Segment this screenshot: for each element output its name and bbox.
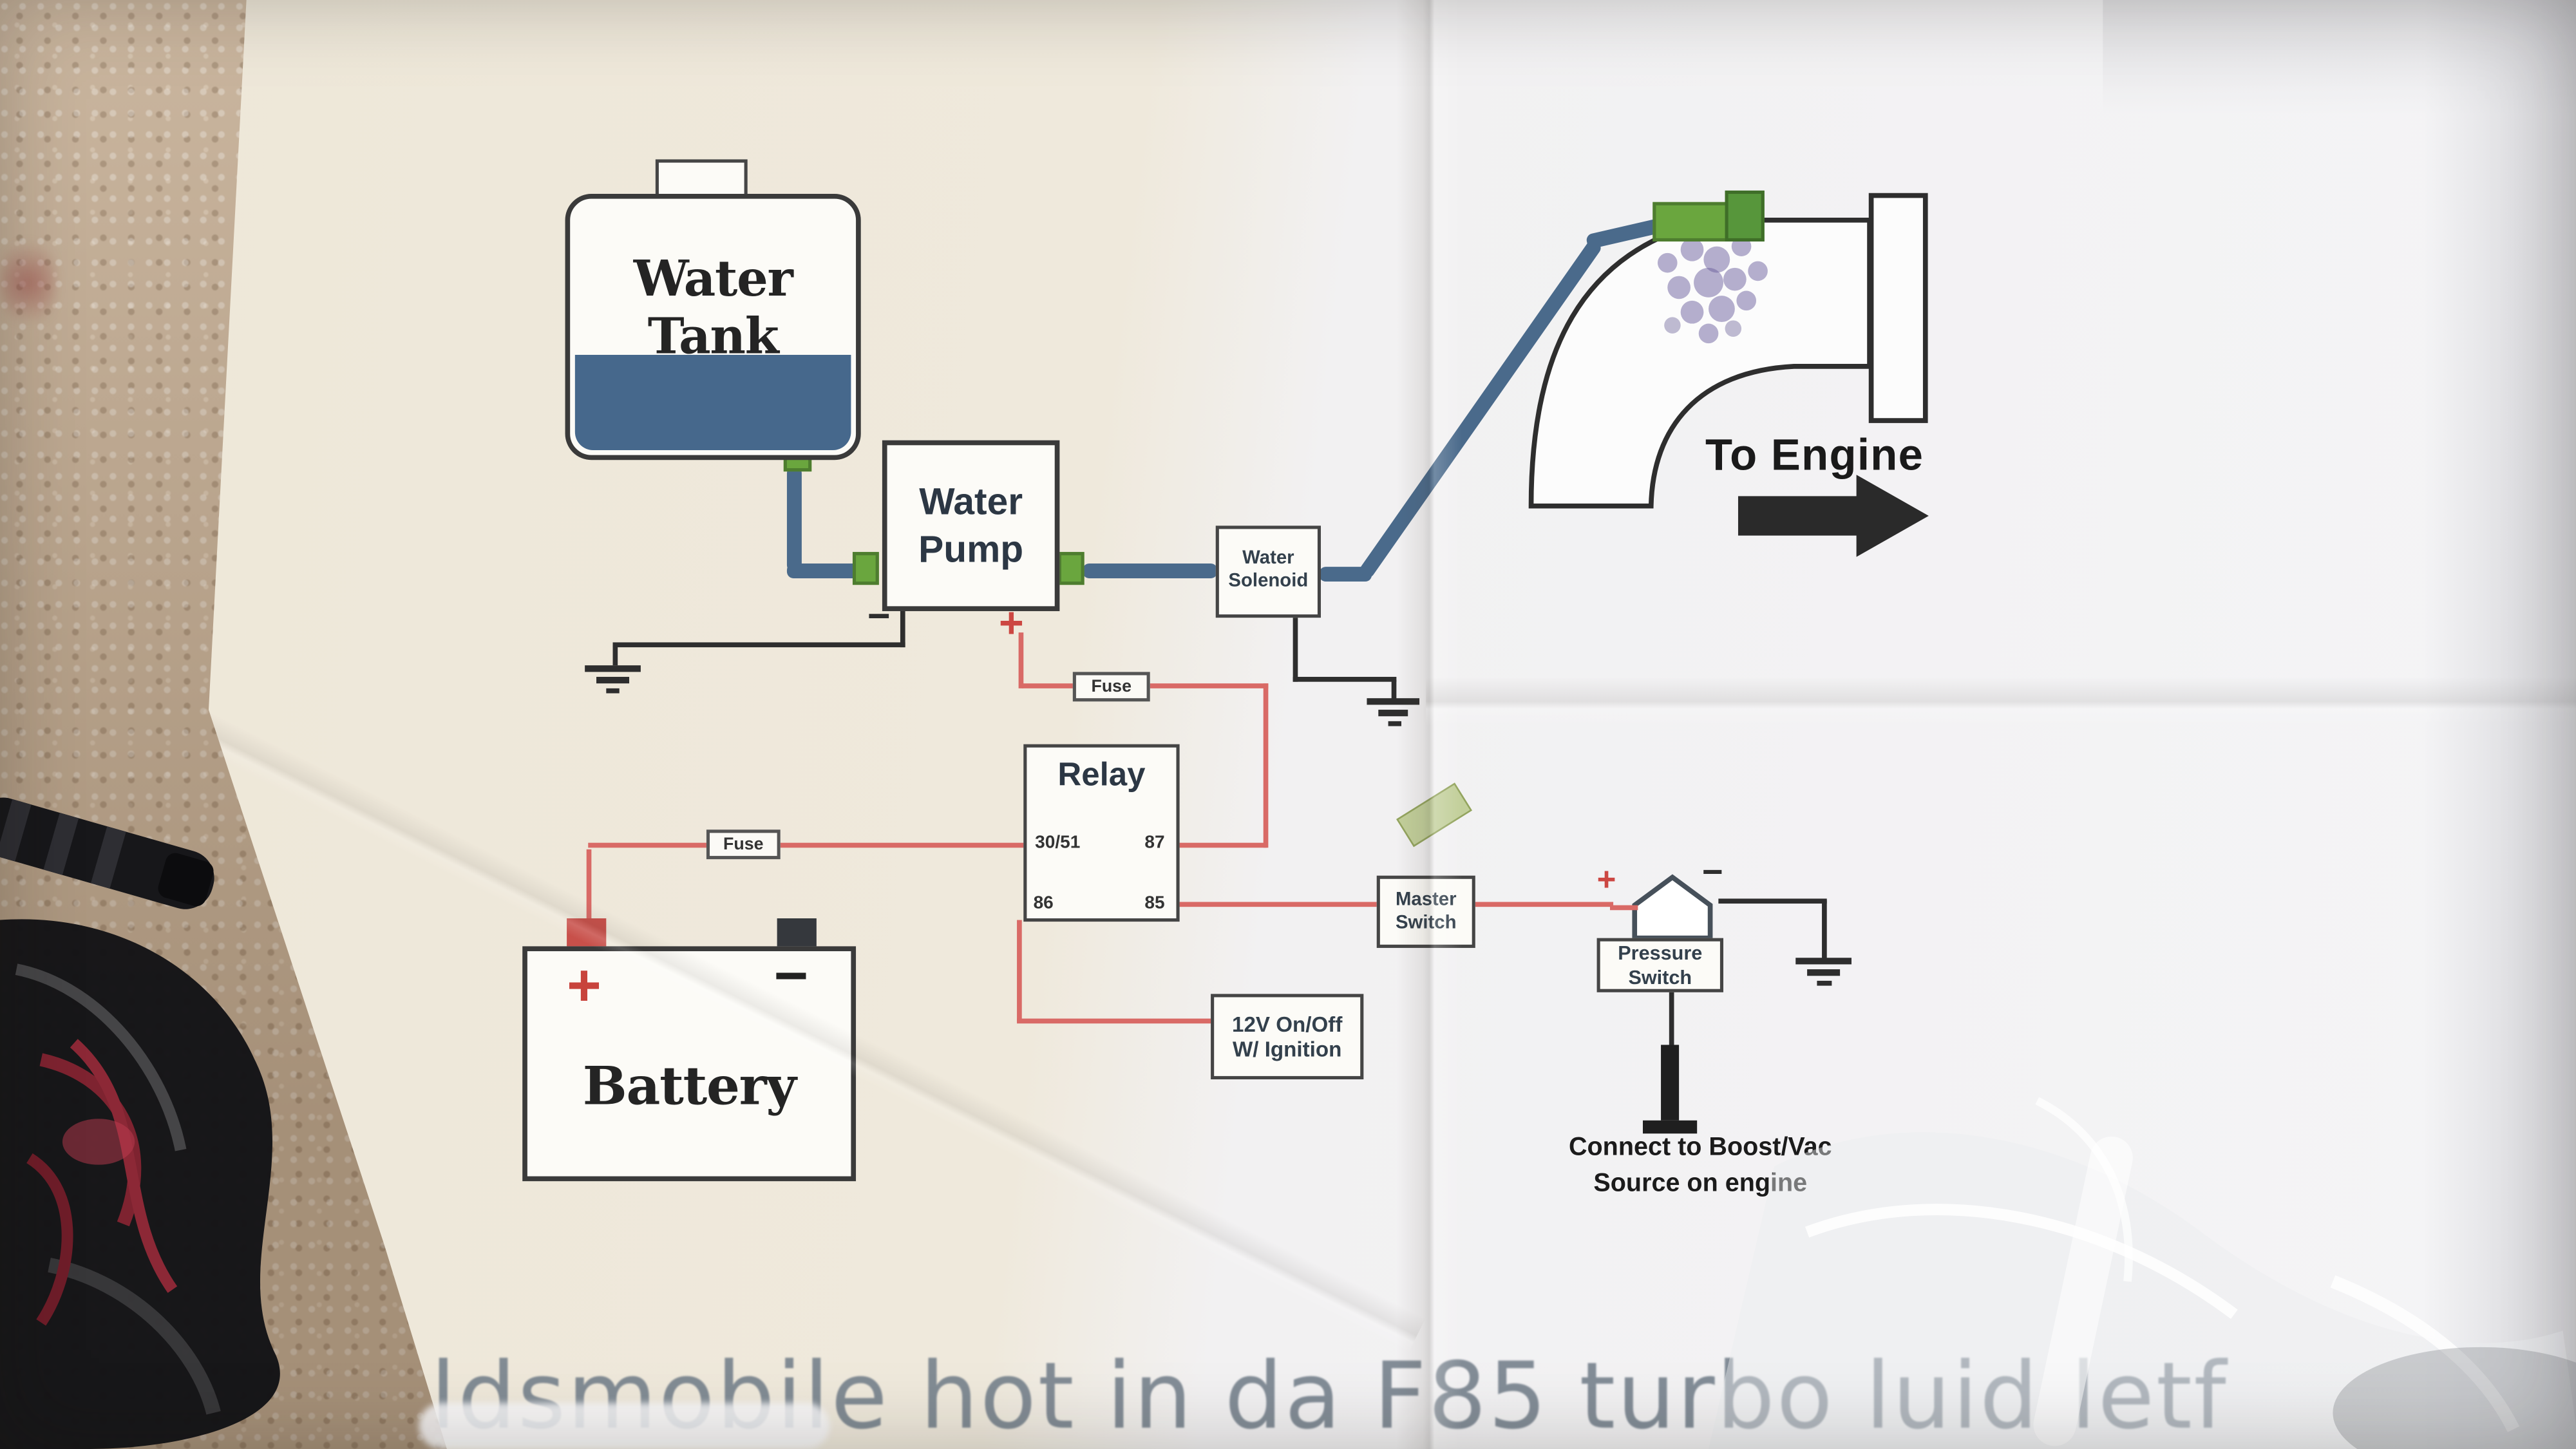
boost-line bbox=[1669, 989, 1674, 1048]
relay-terminal-85: 85 bbox=[1144, 893, 1165, 914]
red-wire bbox=[70, 1039, 178, 1293]
positive-wire-segment bbox=[586, 849, 592, 925]
ground-symbol-bar bbox=[1817, 980, 1832, 986]
pressure-plus-sign: + bbox=[1596, 862, 1616, 899]
fuse-pump: Fuse bbox=[1072, 672, 1150, 702]
engine-arrow-shaft bbox=[1738, 496, 1860, 536]
bag-highlight bbox=[48, 1258, 221, 1415]
plastic-shadow bbox=[2333, 1347, 2576, 1449]
pump-minus-sign: − bbox=[867, 594, 891, 639]
pressure-switch-symbol bbox=[1632, 874, 1713, 941]
spray-mist bbox=[1657, 236, 1768, 344]
ground-wire-segment bbox=[612, 642, 905, 648]
positive-wire-segment bbox=[588, 842, 710, 848]
water-pump-label: Water Pump bbox=[918, 480, 1024, 571]
boost-nipple bbox=[1661, 1045, 1680, 1121]
plastic-highlight bbox=[2330, 1275, 2520, 1432]
ground-wire-segment bbox=[1718, 898, 1827, 904]
ground-symbol-bar bbox=[1795, 958, 1852, 965]
hose-barb-fitting bbox=[0, 797, 214, 909]
pump-outlet-fitting bbox=[1057, 552, 1084, 585]
red-connector bbox=[62, 1119, 135, 1165]
positive-wire-segment bbox=[1176, 902, 1377, 907]
boost-nipple-base bbox=[1643, 1120, 1698, 1134]
intake-flange bbox=[1868, 193, 1928, 423]
clear-plastic bbox=[1709, 1097, 2576, 1449]
master-switch: Master Switch bbox=[1376, 875, 1475, 948]
red-wire bbox=[26, 1153, 73, 1326]
water-line-segment bbox=[786, 563, 869, 578]
fuse-label: Fuse bbox=[723, 834, 764, 855]
ground-wire-segment bbox=[612, 645, 618, 666]
water-pump: Water Pump bbox=[882, 440, 1060, 611]
battery-terminal-negative bbox=[777, 918, 817, 948]
ground-symbol-bar bbox=[596, 677, 630, 684]
bag-highlight bbox=[15, 963, 187, 1151]
boost-note-line2: Source on engine bbox=[1593, 1170, 1808, 1198]
ignition-box: 12V On/Off W/ Ignition bbox=[1211, 994, 1364, 1080]
ground-symbol-bar bbox=[1388, 721, 1402, 726]
positive-wire-segment bbox=[1475, 902, 1614, 907]
boost-note-line1: Connect to Boost/Vac bbox=[1568, 1133, 1832, 1162]
ground-wire-segment bbox=[900, 611, 905, 648]
ignition-line2: W/ Ignition bbox=[1232, 1036, 1342, 1061]
to-engine-label: To Engine bbox=[1705, 430, 1924, 480]
plastic-bag-and-hose bbox=[0, 797, 280, 1449]
relay-terminal-87: 87 bbox=[1144, 833, 1165, 853]
water-tank-label: Water Tank bbox=[633, 251, 793, 366]
fuse-battery: Fuse bbox=[706, 829, 781, 860]
engine-arrow-head bbox=[1856, 475, 1929, 557]
positive-wire-segment bbox=[1021, 683, 1076, 688]
water-line-segment bbox=[1083, 563, 1218, 578]
plastic-highlight bbox=[2035, 1097, 2133, 1282]
pump-plus-sign: + bbox=[999, 598, 1024, 648]
water-solenoid: Water Solenoid bbox=[1215, 526, 1321, 618]
positive-wire-segment bbox=[1176, 842, 1267, 848]
battery: + − Battery bbox=[522, 942, 857, 1182]
battery-label: Battery bbox=[582, 1054, 797, 1117]
ground-wire-segment bbox=[1822, 900, 1827, 960]
battery-minus-sign: − bbox=[773, 941, 809, 1009]
water-solenoid-label: Water Solenoid bbox=[1228, 549, 1309, 592]
ground-wire-segment bbox=[1391, 680, 1397, 700]
positive-wire-segment bbox=[1017, 920, 1022, 1022]
positive-wire-segment bbox=[1263, 683, 1269, 848]
fuse-label: Fuse bbox=[1091, 677, 1132, 697]
pressure-minus-sign: − bbox=[1701, 851, 1723, 893]
battery-plus-sign: + bbox=[567, 951, 601, 1019]
ground-symbol-bar bbox=[606, 688, 620, 694]
water-tank: Water Tank bbox=[565, 194, 861, 460]
pump-inlet-fitting bbox=[852, 552, 879, 585]
ground-symbol-bar bbox=[1378, 710, 1408, 717]
pressure-switch: Pressure Switch bbox=[1596, 938, 1723, 992]
relay-terminal-3051: 30/51 bbox=[1035, 833, 1081, 853]
nozzle-body bbox=[1653, 202, 1732, 242]
pressure-switch-label: Pressure Switch bbox=[1618, 942, 1703, 989]
plastic-highlight bbox=[1804, 1204, 2238, 1319]
ground-symbol-bar bbox=[585, 665, 641, 672]
white-plastic-bits bbox=[419, 1403, 830, 1449]
clear-tube bbox=[2033, 1136, 2133, 1446]
nozzle-fitting bbox=[1725, 190, 1765, 242]
battery-terminal-positive bbox=[567, 918, 607, 948]
relay-terminal-86: 86 bbox=[1033, 893, 1054, 914]
relay: Relay 30/51 87 86 85 bbox=[1023, 744, 1180, 922]
ground-wire-segment bbox=[1293, 616, 1298, 682]
ground-wire-segment bbox=[1293, 677, 1397, 682]
master-switch-label: Master Switch bbox=[1395, 889, 1457, 933]
positive-wire-segment bbox=[1150, 683, 1269, 688]
boost-note: Connect to Boost/Vac Source on engine bbox=[1511, 1133, 1889, 1199]
positive-wire-segment bbox=[1017, 1018, 1215, 1024]
tank-cap bbox=[655, 159, 748, 198]
water-line-segment bbox=[1319, 567, 1372, 582]
positive-wire-segment bbox=[1018, 632, 1024, 688]
water-fill bbox=[574, 355, 851, 450]
positive-wire-segment bbox=[780, 842, 1027, 848]
positive-wire-segment bbox=[1609, 905, 1638, 911]
relay-label: Relay bbox=[1057, 757, 1146, 794]
water-line-segment bbox=[786, 466, 802, 572]
ground-symbol-bar bbox=[1807, 969, 1841, 976]
ignition-line1: 12V On/Off bbox=[1232, 1012, 1343, 1037]
ground-symbol-bar bbox=[1367, 698, 1420, 705]
